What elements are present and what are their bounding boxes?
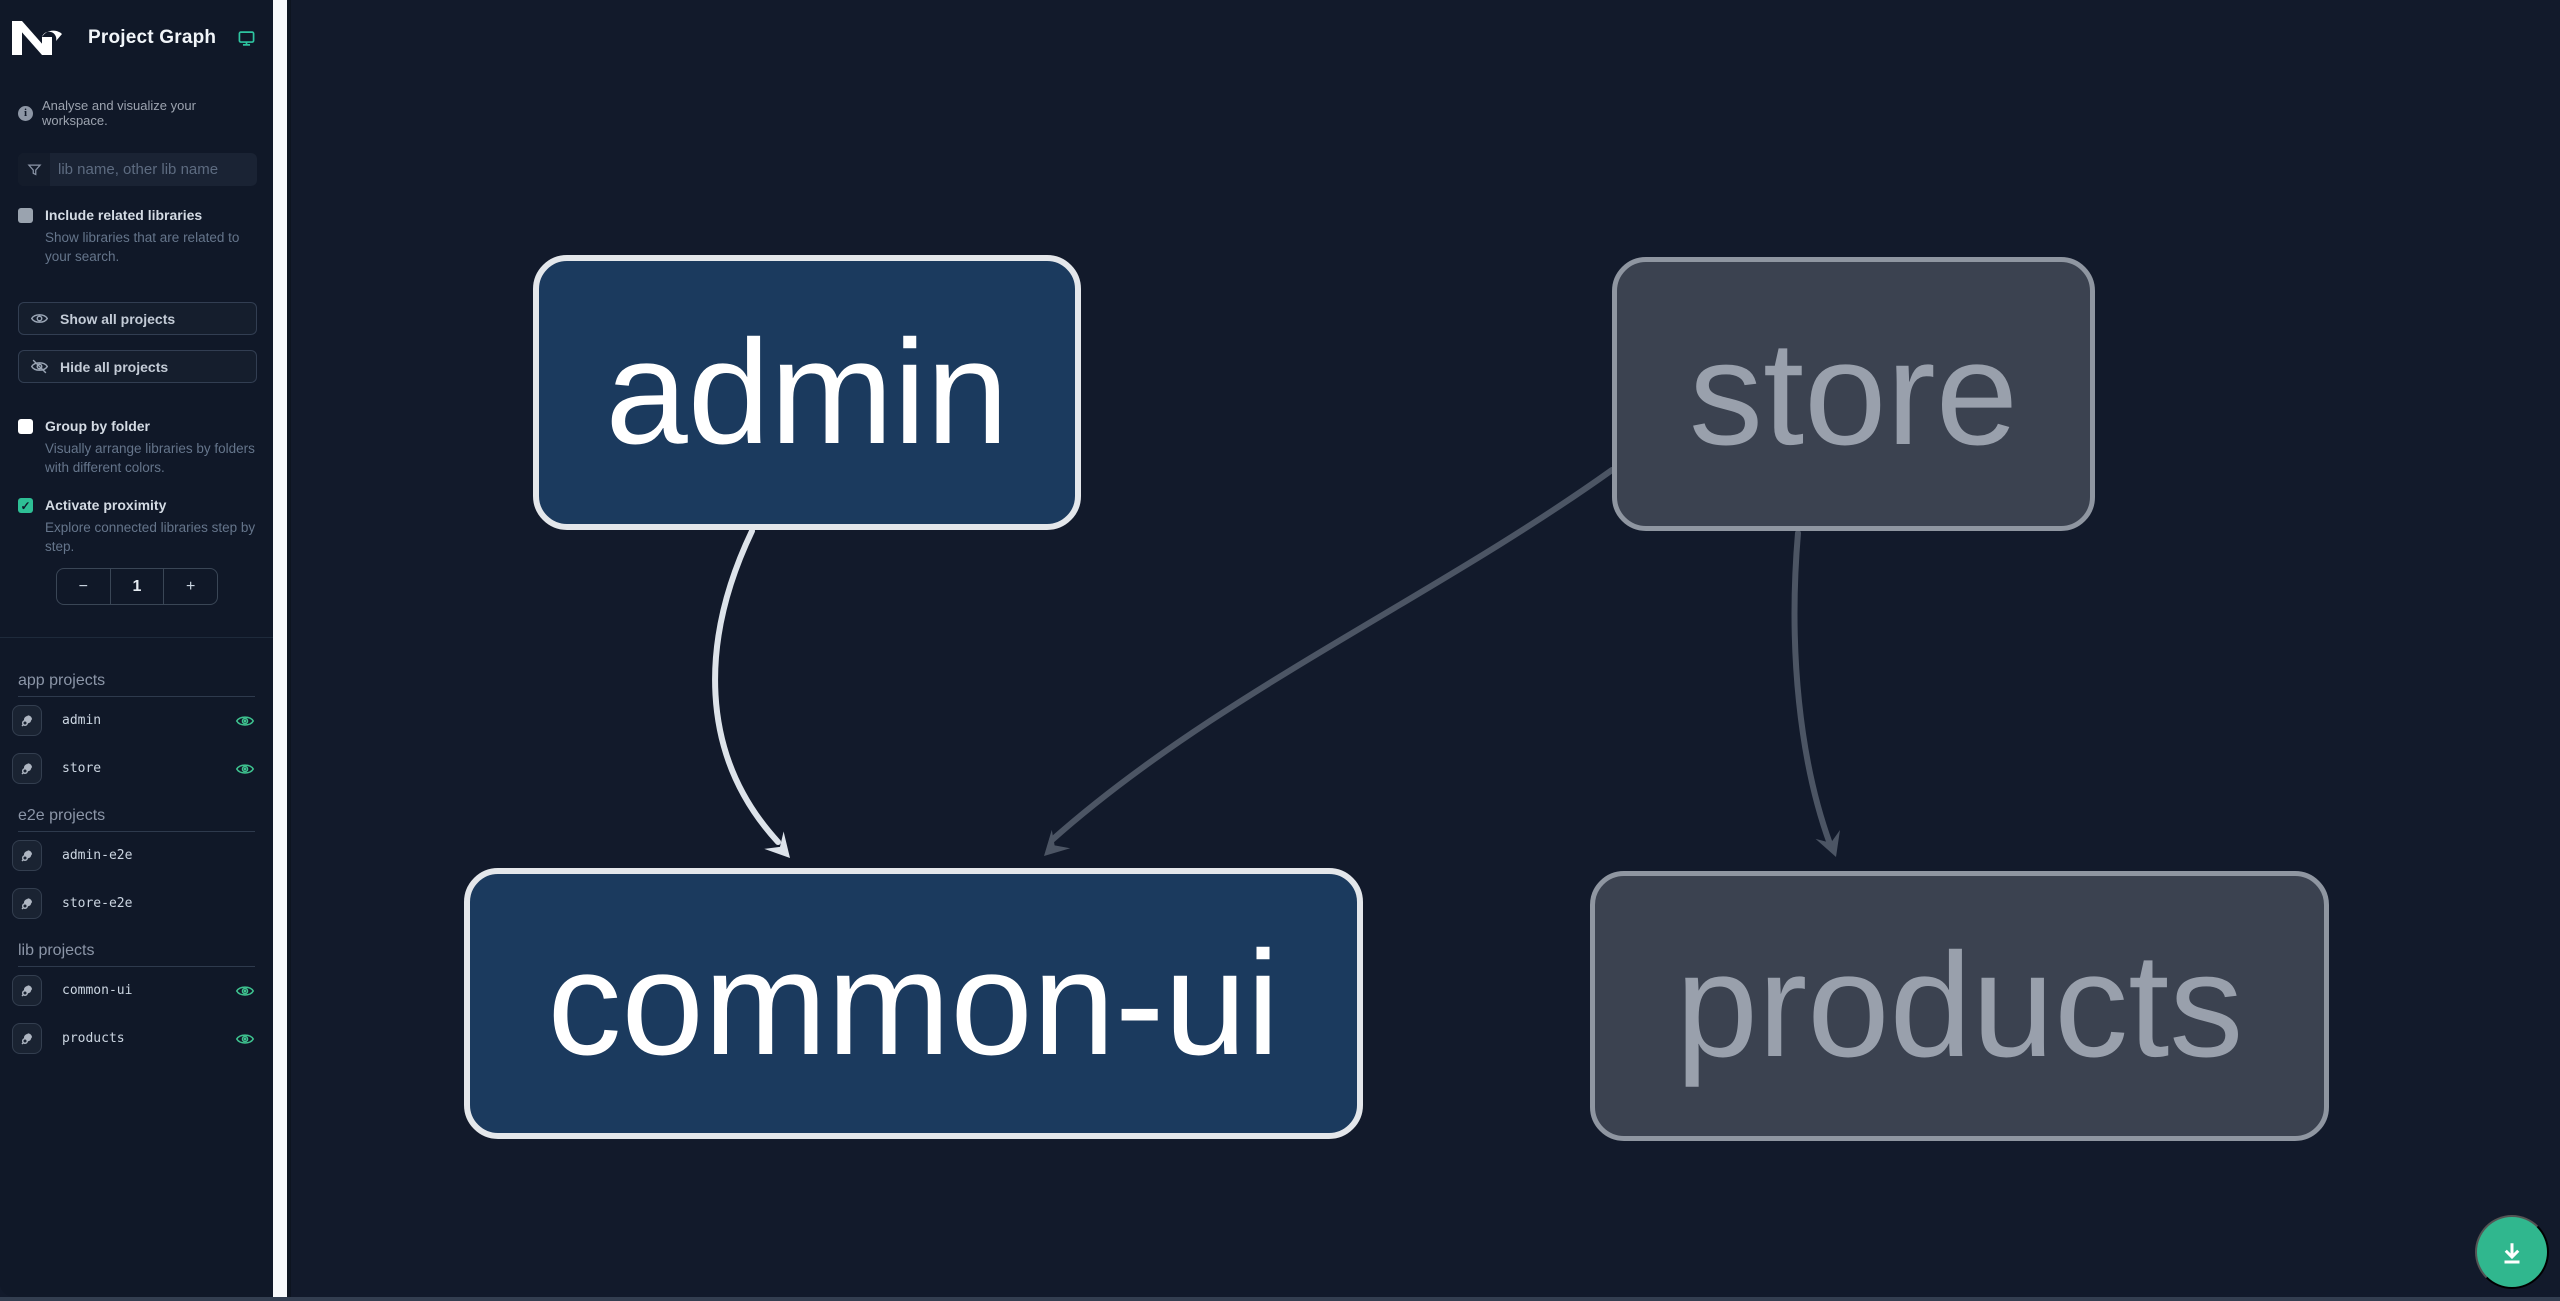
project-name[interactable]: admin	[62, 713, 102, 728]
group-by-folder-label: Group by folder	[45, 418, 150, 434]
activate-proximity-description: Explore connected libraries step by step…	[45, 520, 256, 554]
nx-logo-icon	[12, 21, 62, 55]
sidebar-resize-handle[interactable]	[273, 0, 287, 1297]
graph-node-admin[interactable]: admin	[533, 255, 1081, 530]
canvas-left-border	[287, 0, 291, 1297]
graph-node-store[interactable]: store	[1612, 257, 2095, 531]
bottom-scrollbar-track[interactable]	[0, 1297, 2560, 1301]
show-all-label: Show all projects	[60, 310, 176, 327]
sidebar-header: Project Graph	[12, 16, 255, 60]
project-visible-eye-icon[interactable]	[235, 712, 255, 730]
focus-project-button[interactable]	[12, 840, 42, 871]
activate-proximity-checkbox[interactable]: ✓	[18, 498, 33, 513]
project-row: products	[0, 1023, 273, 1063]
graph-node-products[interactable]: products	[1590, 871, 2329, 1141]
project-name[interactable]: admin-e2e	[62, 848, 133, 863]
project-row: admin-e2e	[0, 840, 273, 880]
group-by-folder-checkbox[interactable]	[18, 419, 33, 434]
section-underline	[18, 696, 255, 697]
include-related-checkbox[interactable]	[18, 208, 33, 223]
graph-node-common-ui[interactable]: common-ui	[464, 868, 1363, 1139]
search-input[interactable]	[50, 153, 257, 186]
project-name[interactable]: store-e2e	[62, 896, 133, 911]
show-all-projects-button[interactable]: Show all projects	[18, 302, 257, 335]
project-name[interactable]: products	[62, 1031, 125, 1046]
project-name[interactable]: store	[62, 761, 102, 776]
project-row: common-ui	[0, 975, 273, 1015]
monitor-icon[interactable]	[238, 30, 255, 47]
focus-project-button[interactable]	[12, 1023, 42, 1054]
group-by-folder-option[interactable]: Group by folder Visually arrange librari…	[18, 417, 258, 477]
group-by-folder-description: Visually arrange libraries by folders wi…	[45, 441, 255, 475]
focus-project-button[interactable]	[12, 753, 42, 784]
project-row: admin	[0, 705, 273, 745]
section-title: app projects	[18, 672, 106, 689]
section-title: lib projects	[18, 942, 95, 959]
search-box	[18, 153, 257, 186]
focus-project-button[interactable]	[12, 888, 42, 919]
proximity-decrement-button[interactable]: −	[78, 577, 88, 595]
sidebar-divider	[0, 637, 273, 638]
sidebar: Project Graph i Analyse and visualize yo…	[0, 0, 273, 1297]
include-related-description: Show libraries that are related to your …	[45, 230, 240, 264]
proximity-increment-button[interactable]: +	[163, 569, 217, 604]
download-icon	[2504, 1243, 2520, 1264]
section-underline	[18, 966, 255, 967]
project-row: store	[0, 753, 273, 793]
project-visible-eye-icon[interactable]	[235, 982, 255, 1000]
workspace-intro: i Analyse and visualize your workspace.	[18, 98, 258, 128]
project-visible-eye-icon[interactable]	[235, 760, 255, 778]
activate-proximity-option[interactable]: ✓ Activate proximity Explore connected l…	[18, 496, 258, 556]
section-underline	[18, 831, 255, 832]
filter-funnel-icon	[18, 153, 50, 186]
project-visible-eye-icon[interactable]	[235, 1030, 255, 1048]
project-sections: app projects admin store e2e projects admin-…	[0, 658, 273, 1063]
proximity-stepper: − 1 +	[56, 568, 218, 605]
section-title: e2e projects	[18, 807, 106, 824]
hide-all-label: Hide all projects	[60, 358, 169, 375]
app-title: Project Graph	[88, 27, 217, 48]
activate-proximity-label: Activate proximity	[45, 497, 167, 513]
proximity-value: 1	[109, 569, 164, 604]
intro-text: Analyse and visualize your workspace.	[42, 98, 196, 128]
project-name[interactable]: common-ui	[62, 983, 133, 998]
project-row: store-e2e	[0, 888, 273, 928]
include-related-option[interactable]: Include related libraries Show libraries…	[18, 206, 258, 266]
info-icon: i	[18, 105, 33, 121]
focus-project-button[interactable]	[12, 705, 42, 736]
focus-project-button[interactable]	[12, 975, 42, 1006]
download-graph-button[interactable]	[2475, 1215, 2549, 1289]
eye-off-icon	[31, 359, 48, 374]
include-related-label: Include related libraries	[45, 207, 203, 223]
hide-all-projects-button[interactable]: Hide all projects	[18, 350, 257, 383]
eye-icon	[31, 314, 48, 323]
